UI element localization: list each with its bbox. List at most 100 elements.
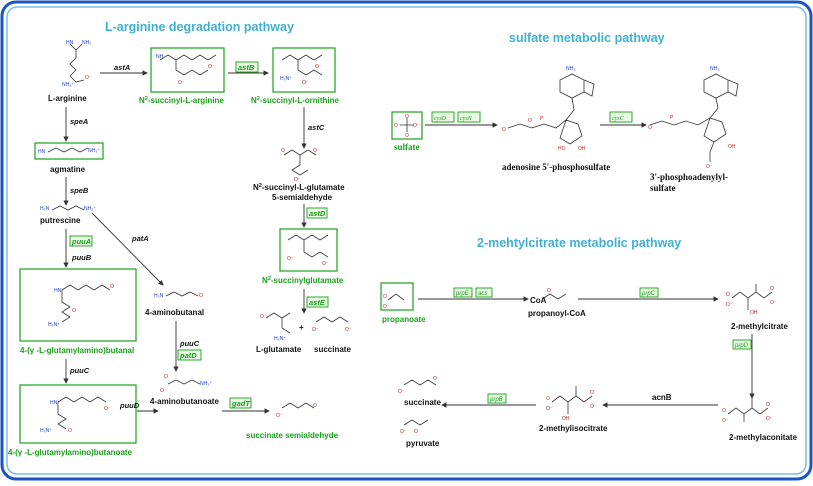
enzyme-box-cysD [431,111,455,123]
svg-text:O: O [502,127,506,133]
svg-text:O: O [405,133,409,139]
label-succinate-mc: succinate [404,398,441,407]
label-pyruvate: pyruvate [406,439,440,448]
aminobutanoate-structure: O O⁻ NH₃⁺ [160,374,212,394]
sulfate-structure: O O⁻ O⁻ O [394,114,420,139]
enzyme-acs: acs [478,291,487,297]
glutamylamino-butanal-structure: HN O O H₃N⁺ [48,284,114,328]
svg-text:O: O [726,292,730,298]
label-aps: adenosine 5'-phosphosulfate [502,162,610,172]
succinyl-glutamate-semialdehyde-structure: O O⁻ O⁻ [281,148,320,183]
enzyme-box-astD [306,207,328,219]
enzyme-puuC-left: puuC [69,366,90,375]
label-glutamylamino-butanal: 4-(γ -L-glutamylamino)butanal [20,346,134,355]
arrow-patA [91,212,164,286]
svg-text:O⁻: O⁻ [398,389,405,395]
svg-text:HN: HN [38,149,46,155]
svg-text:OH: OH [728,144,736,150]
enzyme-box-gadT [229,397,252,409]
pyruvate-structure: O⁻ O [400,419,429,435]
svg-text:O⁻: O⁻ [394,123,401,129]
box-agmatine [34,142,104,160]
svg-text:O⁻: O⁻ [104,406,111,412]
plus-sign: + [299,323,304,332]
enzyme-astA: astA [114,63,130,72]
svg-text:O: O [383,294,387,300]
agmatine-structure: HN NH₃⁺ [38,147,100,155]
svg-text:O: O [199,293,203,299]
svg-text:O⁻: O⁻ [400,429,407,435]
enzyme-box-astB [235,61,259,73]
enzyme-patD: patD [179,351,197,360]
svg-text:OH: OH [562,416,570,422]
svg-text:HN: HN [54,288,62,294]
svg-text:O⁻: O⁻ [722,418,729,424]
succinate-structure: O⁻ O⁻ [312,316,352,333]
putrescine-structure: H₃N NH₃⁺ [40,205,96,212]
enzyme-box-cysC [609,111,633,123]
succinyl-arginine-structure: NH O⁻ O⁻ [156,54,217,86]
label-methylisocitrate: 2-methylisocitrate [539,424,608,433]
glutamylamino-butanoate-structure: HN O⁻ H₃N⁺ O [40,396,111,434]
label-paps-line1: 3'-phosphoadenylyl- [650,172,728,182]
svg-text:H₃N: H₃N [40,206,50,212]
label-propanoate: propanoate [382,315,426,324]
title-methylcitrate: 2-mehtylcitrate metabolic pathway [477,236,681,250]
inner-frame [6,6,807,475]
svg-text:O: O [648,125,652,131]
svg-text:O: O [405,114,409,120]
enzyme-puuB: puuB [71,253,92,262]
svg-text:O⁻: O⁻ [287,256,294,262]
box-propanoate [380,282,414,311]
svg-text:O⁻: O⁻ [208,64,215,70]
enzyme-cysC: cysC [612,116,625,122]
svg-text:NH₂: NH₂ [82,40,91,46]
aps-structure: NH₂ O O P HO OH [502,66,595,152]
enzyme-speB: speB [70,186,89,195]
label-semialdehyde-line2: 5-semialdehyde [272,193,333,202]
svg-text:NH₂: NH₂ [566,66,575,72]
label-putrescine: putrescine [40,216,81,225]
label-succinate-semialdehyde: succinate semialdehyde [246,431,339,440]
enzyme-box-prpE [453,287,473,298]
svg-text:O⁻: O⁻ [706,164,713,170]
aminobutanal-structure: H₃N O [154,291,203,299]
svg-text:O⁻: O⁻ [770,300,777,306]
box-glutamylamino-butanal [19,268,137,342]
enzyme-box-puuA [69,235,93,247]
svg-text:O: O [68,428,72,434]
svg-text:O⁻: O⁻ [315,64,322,70]
svg-text:H₃N⁺: H₃N⁺ [280,76,292,82]
svg-text:O⁻: O⁻ [85,75,92,81]
svg-text:O: O [281,148,285,154]
svg-text:O⁻: O⁻ [766,416,773,422]
svg-text:OH: OH [578,146,586,152]
svg-text:OH: OH [750,310,758,316]
svg-text:O⁻: O⁻ [383,304,390,310]
enzyme-box-cysN [457,111,481,123]
enzyme-puuA: puuA [71,237,91,246]
enzyme-gadT: gadT [231,399,251,408]
label-succinylglutamate: N2-succinylglutamate [262,276,344,285]
methylisocitrate-structure: O O⁻ O O⁻ OH [546,386,597,422]
svg-text:O: O [590,390,594,396]
enzyme-box-prpD [732,339,752,350]
svg-text:H₃N⁺: H₃N⁺ [48,322,60,328]
svg-text:NH₃⁺: NH₃⁺ [200,381,212,387]
enzyme-box-astE [306,296,329,308]
svg-text:H₃N⁺: H₃N⁺ [274,336,286,342]
svg-text:O: O [164,374,168,380]
svg-text:NH₃⁺: NH₃⁺ [84,206,96,212]
svg-text:NH₃⁺: NH₃⁺ [88,148,100,154]
label-methylaconitate: 2-methylaconitate [729,433,798,442]
enzyme-astE: astE [309,298,326,307]
svg-text:O: O [722,408,726,414]
enzyme-prpC: prpC [641,291,656,297]
enzyme-puuD: puuD [119,401,140,410]
svg-text:O: O [546,396,550,402]
label-coa: CoA [530,296,547,305]
propanoate-structure: O O⁻ [383,293,405,310]
svg-text:O⁻: O⁻ [302,80,309,86]
enzyme-box-prpC [639,287,659,298]
